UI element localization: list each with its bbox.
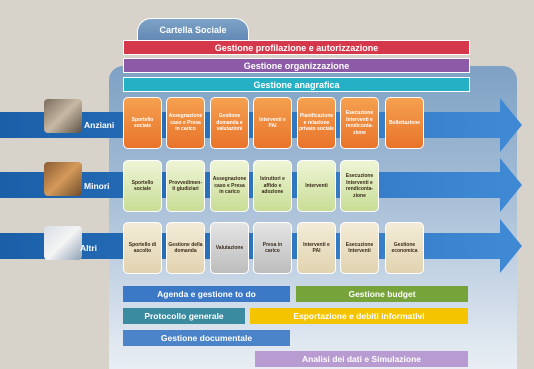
box-altri-2: Gestione della domanda [166,222,205,274]
arrow-minori [0,158,534,212]
box-minori-4: Istruttori e affido e adozione [253,160,292,212]
bar-agenda: Agenda e gestione to do [123,286,290,302]
cartella-sociale-tab: Cartella Sociale [137,18,249,44]
box-altri-3: Valutazione [210,222,249,274]
box-minori-5: Interventi [297,160,336,212]
altri-photo [44,226,82,260]
box-anziani-5: Pianificazione e relazione privato socia… [297,97,336,149]
box-altri-4: Presa in carico [253,222,292,274]
box-anziani-6: Esecuzione Interventi e rendiconta-zione [340,97,379,149]
box-altri-1: Sportello di ascolto [123,222,162,274]
box-anziani-4: Interventi e PAI [253,97,292,149]
row-label-minori: Minori [84,181,110,191]
bar-anagrafica: Gestione anagrafica [123,77,470,92]
bar-protocollo: Protocollo generale [123,308,245,324]
bar-organizzazione: Gestione organizzazione [123,58,470,73]
box-anziani-1: Sportello sociale [123,97,162,149]
bar-profilazione: Gestione profilazione e autorizzazione [123,40,470,55]
box-altri-5: Interventi e PAI [297,222,336,274]
box-altri-7: Gestione economica [385,222,424,274]
bar-budget: Gestione budget [296,286,468,302]
box-minori-2: Provvedimen-ti giudiziari [166,160,205,212]
anziani-photo [44,99,82,133]
bar-analisi: Analisi dei dati e Simulazione [255,351,468,367]
bar-esportazione: Esportazione e debiti informativi [250,308,468,324]
box-anziani-7: Bollettazione [385,97,424,149]
box-minori-6: Esecuzione Interventi e rendiconta-zione [340,160,379,212]
box-minori-3: Assegnazione caso e Presa in carico [210,160,249,212]
box-anziani-3: Gestione domanda e valutazioni [210,97,249,149]
bar-documentale: Gestione documentale [123,330,290,346]
row-label-anziani: Anziani [84,120,115,130]
minori-photo [44,162,82,196]
box-altri-6: Esecuzione Interventi [340,222,379,274]
box-anziani-2: Assegnazione caso e Presa in carico [166,97,205,149]
row-label-altri: Altri [80,243,97,253]
box-minori-1: Sportello sociale [123,160,162,212]
